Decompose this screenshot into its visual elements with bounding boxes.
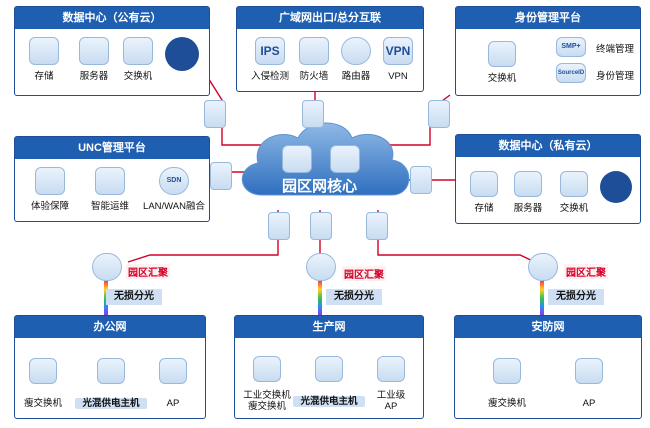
dc-private-server-label: 服务器 [513,203,543,214]
security-thin-switch-label: 瘦交换机 [487,398,526,409]
identity-terminal-label: 终端管理 [596,44,635,55]
identity-title: 身份管理平台 [456,7,640,29]
server-icon [79,37,109,65]
unc-panel: UNC管理平台 体验保障 智能运维 SDN LAN/WAN融合 [14,136,210,222]
sourceid-icon: SourceID [556,63,586,83]
switch-icon [315,356,343,382]
switch-icon [29,358,57,384]
fiber-production [318,281,322,315]
unc-title: UNC管理平台 [15,137,209,159]
office-aggregation-tag: 园区汇聚 [126,264,170,279]
sdn-icon: SDN [159,167,189,195]
aggregation-switch-icon[interactable] [528,253,558,281]
smp-icon: SMP+ [556,37,586,57]
security-ap-label: AP [582,398,596,409]
wifi-icon [377,356,405,382]
wan-firewall-label: 防火墙 [299,71,329,82]
dc-public-panel: 数据中心（公有云） 存储 服务器 交换机 [14,6,210,96]
cloud-platform-icon [165,37,199,71]
link-firewall-icon [204,100,226,128]
ops-icon [95,167,125,195]
production-aggregation-tag: 园区汇聚 [342,266,386,281]
wifi-icon [575,358,603,384]
security-fiber-tag: 无损分光 [548,289,604,305]
unc-experience-label: 体验保障 [30,201,69,212]
production-ind-switch-label-1: 工业交换机 [243,390,291,401]
link-firewall-icon [428,100,450,128]
wan-title: 广域网出口/总分互联 [237,7,423,29]
wan-vpn-label: VPN [388,71,408,82]
dc-private-panel: 数据中心（私有云） 存储 服务器 交换机 [455,134,641,224]
core-cloud [241,122,410,196]
chart-icon [35,167,65,195]
link-firewall-icon [302,100,324,128]
storage-icon [29,37,59,65]
dc-private-switch-label: 交换机 [559,203,589,214]
core-label: 园区网核心 [282,178,358,195]
dc-public-title: 数据中心（公有云） [15,7,209,29]
server-icon [514,171,542,197]
switch-icon [488,41,516,67]
wan-panel: 广域网出口/总分互联 IPS 入侵检测 防火墙 路由器 VPN VPN [236,6,424,92]
identity-panel: 身份管理平台 交换机 SMP+ 终端管理 SourceID 身份管理 [455,6,641,96]
production-fiber-tag: 无损分光 [326,289,382,305]
dc-private-title: 数据中心（私有云） [456,135,640,157]
fiber-security [540,281,544,315]
unc-ops-label: 智能运维 [90,201,129,212]
link-firewall-icon [310,212,332,240]
dc-public-server-label: 服务器 [79,71,109,82]
dc-public-switch-label: 交换机 [123,71,153,82]
link-firewall-icon [410,166,432,194]
production-host-label: 光混供电主机 [293,396,365,407]
link-firewall-icon [366,212,388,240]
aggregation-switch-icon[interactable] [306,253,336,281]
cloud-platform-icon [600,171,632,203]
production-panel: 生产网 工业交换机 瘦交换机 光混供电主机 工业级 AP [234,315,424,419]
office-fiber-tag: 无损分光 [106,289,162,305]
production-ind-ap-label-1: 工业级 [376,390,406,401]
security-panel: 安防网 瘦交换机 AP [454,315,642,419]
wifi-icon [159,358,187,384]
storage-icon [470,171,498,197]
security-title: 安防网 [455,316,641,338]
vpn-icon: VPN [383,37,413,65]
switch-icon [97,358,125,384]
office-title: 办公网 [15,316,205,338]
core-switch-icon[interactable] [330,145,360,173]
dc-private-storage-label: 存储 [474,203,494,214]
link-firewall-icon [268,212,290,240]
ips-icon: IPS [255,37,285,65]
unc-lanwan-label: LAN/WAN融合 [143,201,205,212]
firewall-icon [299,37,329,65]
production-ind-switch-label-2: 瘦交换机 [247,401,286,412]
office-ap-label: AP [166,398,180,409]
identity-identity-label: 身份管理 [596,71,635,82]
switch-icon [493,358,521,384]
dc-public-storage-label: 存储 [34,71,54,82]
link-firewall-icon [210,162,232,190]
wan-router-label: 路由器 [341,71,371,82]
identity-switch-label: 交换机 [487,73,517,84]
switch-icon [560,171,588,197]
office-thin-switch-label: 瘦交换机 [23,398,62,409]
core-switch-icon[interactable] [282,145,312,173]
fiber-lines [104,281,544,315]
production-ind-ap-label-2: AP [384,401,398,412]
office-panel: 办公网 瘦交换机 光混供电主机 AP [14,315,206,419]
switch-icon [253,356,281,382]
office-host-label: 光混供电主机 [75,398,147,409]
aggregation-switch-icon[interactable] [92,253,122,281]
wan-ips-label: 入侵检测 [250,71,289,82]
switch-icon [123,37,153,65]
security-aggregation-tag: 园区汇聚 [564,264,608,279]
router-icon [341,37,371,65]
production-title: 生产网 [235,316,423,338]
